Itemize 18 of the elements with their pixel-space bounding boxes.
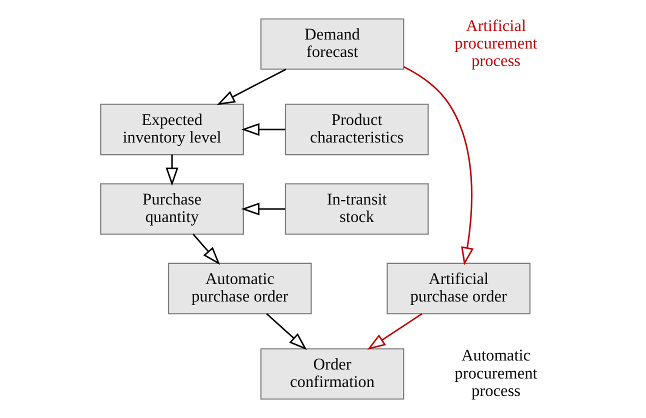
node-box: Artificial purchase order bbox=[386, 262, 530, 314]
node-box: Purchase quantity bbox=[100, 183, 244, 235]
arrow bbox=[165, 154, 178, 186]
node-box: Order confirmation bbox=[260, 348, 404, 400]
node-box: Automatic purchase order bbox=[167, 262, 312, 314]
arrow bbox=[402, 66, 474, 266]
node-box: Expected inventory level bbox=[100, 104, 244, 156]
node-box: In-transit stock bbox=[284, 183, 428, 235]
label: Automatic procurement process bbox=[454, 346, 537, 400]
arrow bbox=[240, 123, 285, 136]
arrow bbox=[366, 313, 422, 350]
arrow bbox=[266, 313, 306, 350]
arrow bbox=[192, 234, 220, 265]
arrow bbox=[216, 68, 286, 106]
node-box: Product characteristics bbox=[284, 104, 428, 156]
node-box: Demand forecast bbox=[260, 18, 404, 70]
label: Artificial procurement process bbox=[454, 16, 537, 70]
arrow bbox=[240, 202, 285, 216]
